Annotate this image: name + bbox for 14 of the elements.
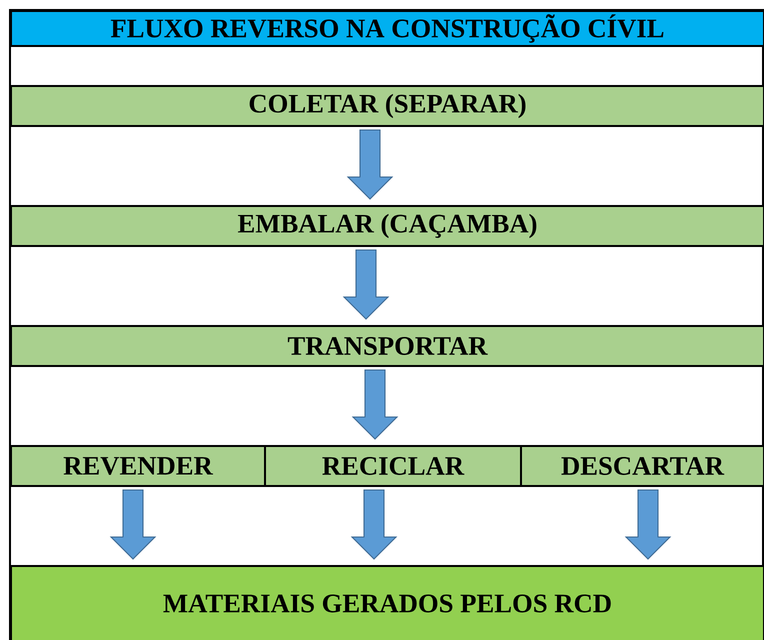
process-box: EMBALAR (CAÇAMBA) xyxy=(10,205,764,247)
block-arrow xyxy=(352,369,398,440)
block-arrow xyxy=(342,249,390,320)
title-band: FLUXO REVERSO NA CONSTRUÇÃO CÍVIL xyxy=(10,10,764,47)
block-arrow xyxy=(624,489,672,560)
block-arrow xyxy=(110,489,156,560)
process-box: COLETAR (SEPARAR) xyxy=(10,85,764,127)
process-box: RECICLAR xyxy=(264,445,522,487)
process-box: DESCARTAR xyxy=(520,445,764,487)
block-arrow xyxy=(350,489,398,560)
process-box: REVENDER xyxy=(10,445,266,487)
process-box: TRANSPORTAR xyxy=(10,325,764,367)
process-box: MATERIAIS GERADOS PELOS RCD xyxy=(10,565,764,640)
block-arrow xyxy=(346,129,394,200)
